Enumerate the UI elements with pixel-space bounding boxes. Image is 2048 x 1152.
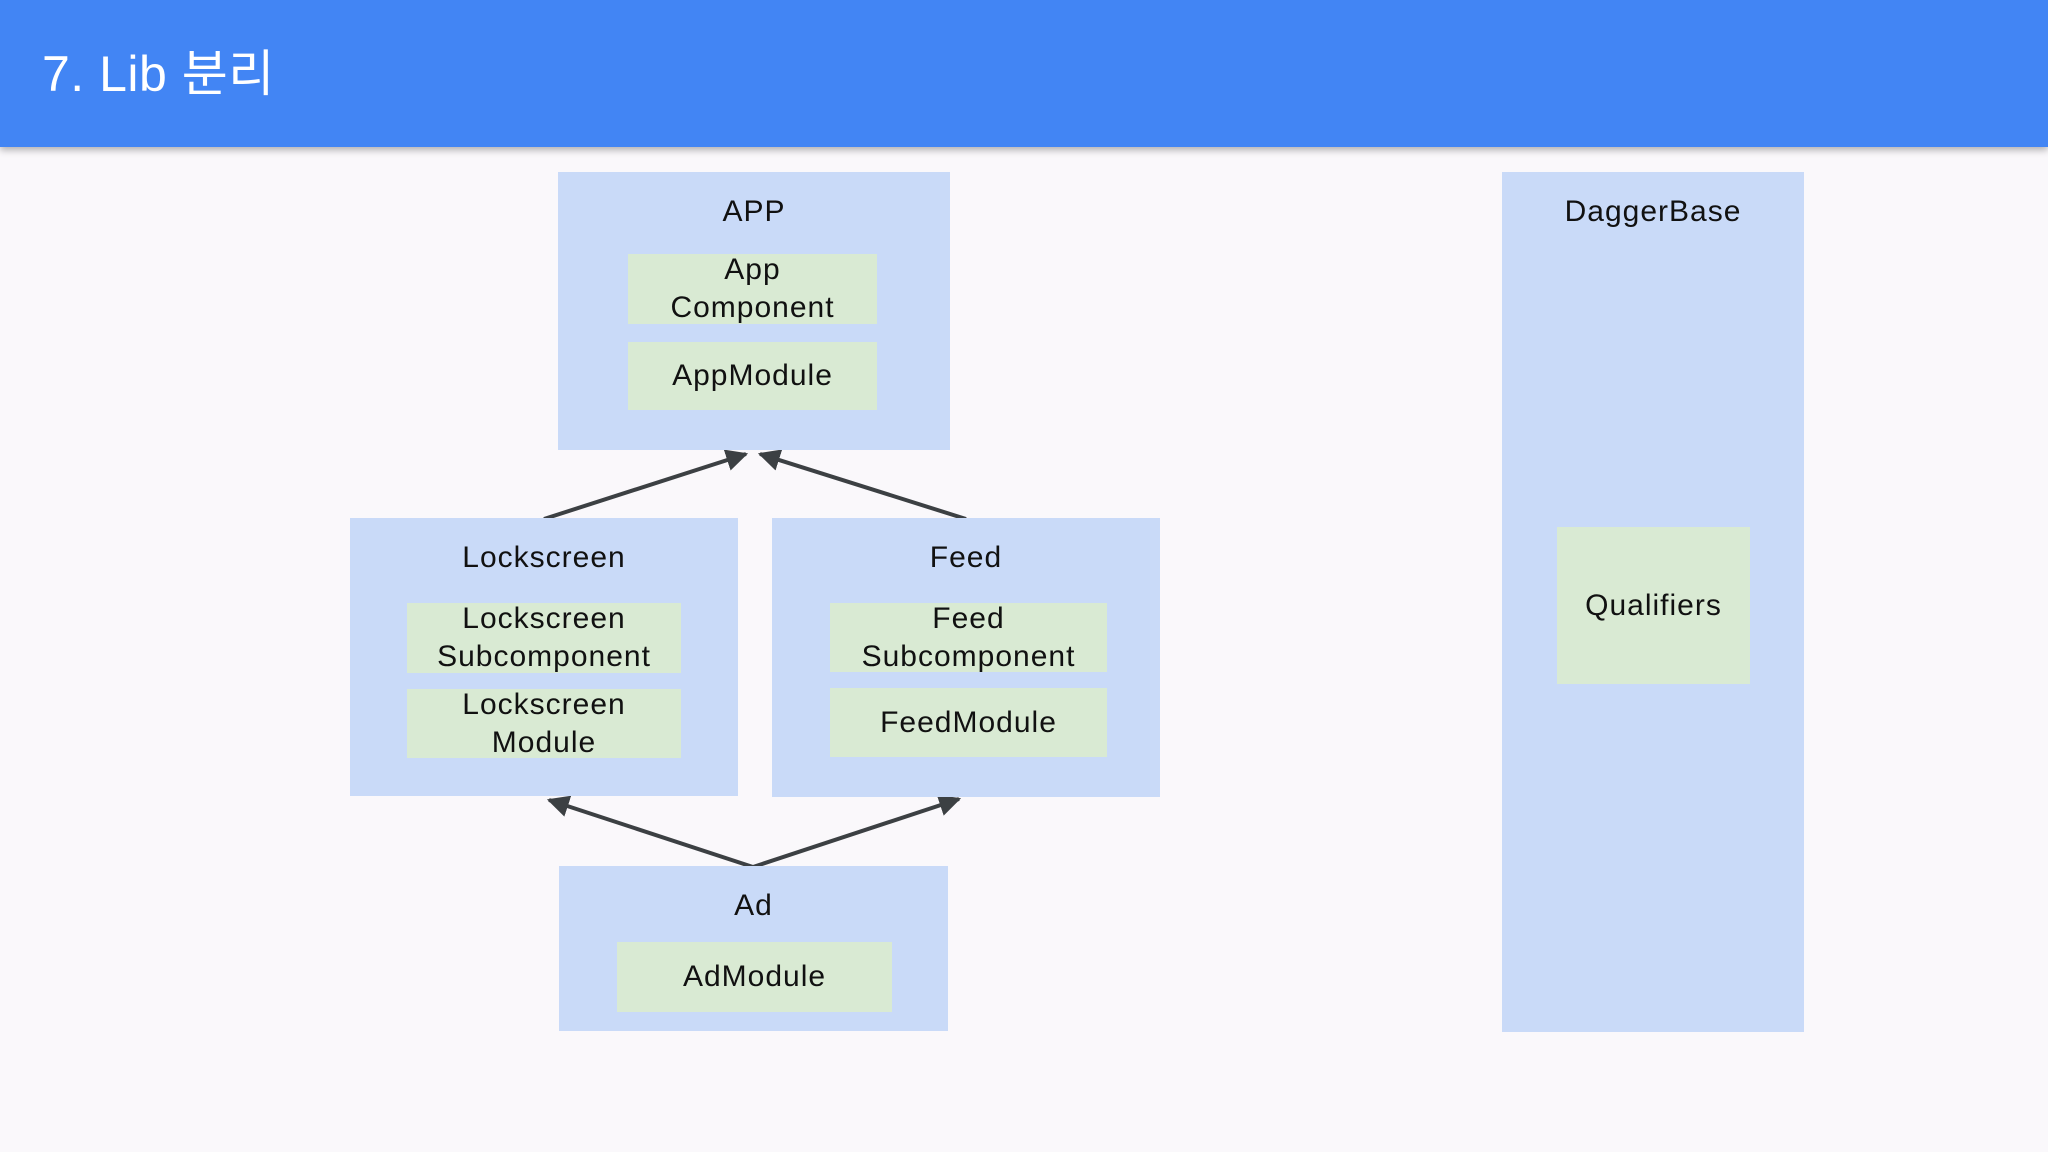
chip-qualifiers: Qualifiers [1557,527,1750,684]
node-daggerbase: DaggerBase Qualifiers [1502,172,1804,1032]
chip-feed-subcomponent: Feed Subcomponent [830,602,1107,673]
node-feed: Feed Feed Subcomponent FeedModule [772,518,1160,797]
chip-app-module: AppModule [628,342,877,410]
node-app: APP App Component AppModule [558,172,950,450]
slide-header: 7. Lib 분리 [0,0,2048,147]
arrow-ad-to-feed [752,794,962,869]
chip-ad-module: AdModule [617,942,892,1012]
slide-title: 7. Lib 분리 [42,45,275,102]
node-daggerbase-title: DaggerBase [1564,195,1742,228]
node-ad-title: Ad [734,889,773,922]
chip-lockscreen-subcomponent: Lockscreen Subcomponent [407,602,681,673]
arrow-ad-to-lockscreen [546,795,754,869]
arrow-lockscreen-to-app [543,449,749,521]
chip-lockscreen-module: Lockscreen Module [407,688,681,759]
node-lockscreen-title: Lockscreen [462,541,626,574]
arrow-feed-to-app [757,449,967,521]
chip-feed-module: FeedModule [830,688,1107,757]
node-app-title: APP [722,195,786,228]
node-ad: Ad AdModule [559,866,948,1031]
node-lockscreen: Lockscreen Lockscreen Subcomponent Locks… [350,518,738,796]
chip-app-component: App Component [628,253,877,324]
node-feed-title: Feed [929,541,1003,574]
